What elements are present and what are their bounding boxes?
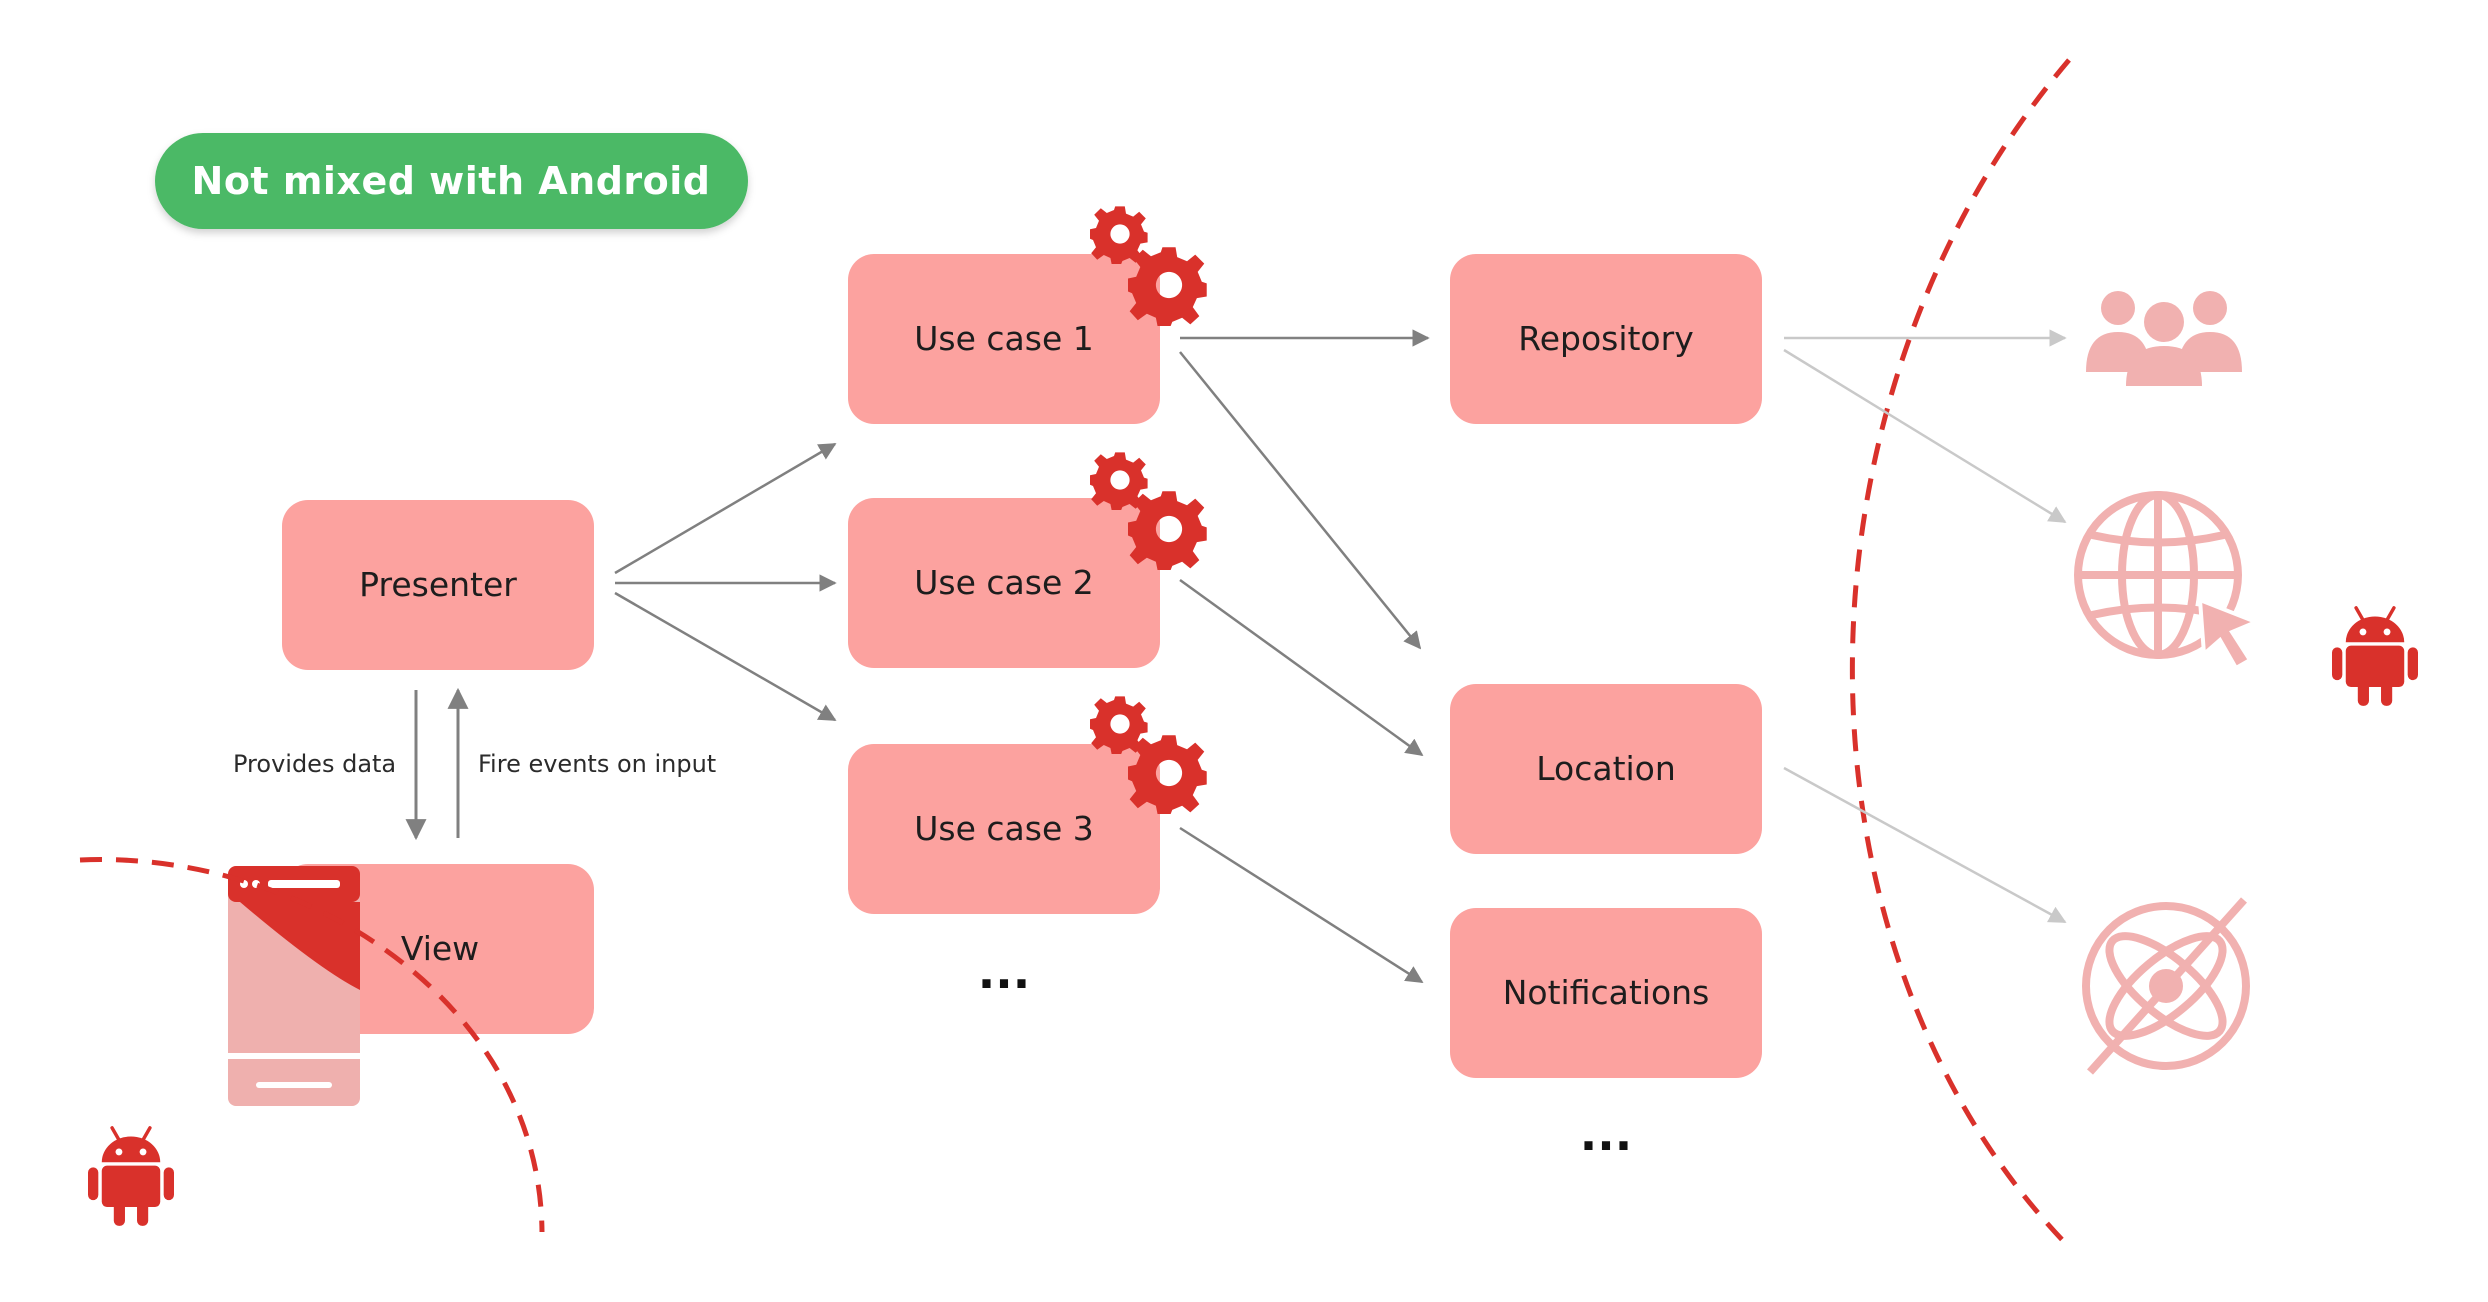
globe-cursor-icon bbox=[2074, 491, 2262, 671]
phone-icon bbox=[228, 866, 360, 1106]
use-cases-ellipsis: ... bbox=[978, 945, 1030, 999]
presenter-usecase-arrows bbox=[614, 442, 837, 722]
services-ellipsis: ... bbox=[1580, 1107, 1632, 1161]
location-label: Location bbox=[1536, 749, 1676, 788]
notifications-node: Notifications bbox=[1450, 908, 1762, 1078]
android-icon bbox=[88, 1126, 174, 1228]
satellite-icon bbox=[2082, 897, 2250, 1075]
android-boundary-right bbox=[1849, 58, 2072, 1250]
android-icon bbox=[2332, 606, 2418, 708]
external-arrows bbox=[1783, 329, 2067, 924]
badge-label: Not mixed with Android bbox=[192, 159, 711, 203]
use-case-2-label: Use case 2 bbox=[914, 563, 1094, 602]
presenter-label: Presenter bbox=[359, 565, 517, 604]
use-case-3-node: Use case 3 bbox=[848, 744, 1160, 914]
presenter-view-arrows bbox=[405, 687, 469, 841]
use-case-1-label: Use case 1 bbox=[914, 319, 1094, 358]
fire-events-label: Fire events on input bbox=[478, 750, 716, 778]
repository-node: Repository bbox=[1450, 254, 1762, 424]
use-case-2-node: Use case 2 bbox=[848, 498, 1160, 668]
users-icon bbox=[2086, 291, 2242, 386]
not-mixed-with-android-badge: Not mixed with Android bbox=[155, 133, 748, 229]
use-case-3-label: Use case 3 bbox=[914, 809, 1094, 848]
android-boundary-left bbox=[79, 857, 545, 1233]
repository-label: Repository bbox=[1518, 319, 1693, 358]
view-label: View bbox=[401, 929, 479, 968]
location-node: Location bbox=[1450, 684, 1762, 854]
notifications-label: Notifications bbox=[1503, 973, 1710, 1012]
provides-data-label: Provides data bbox=[233, 750, 396, 778]
presenter-node: Presenter bbox=[282, 500, 594, 670]
usecase-service-arrows bbox=[1179, 329, 1430, 984]
use-case-1-node: Use case 1 bbox=[848, 254, 1160, 424]
